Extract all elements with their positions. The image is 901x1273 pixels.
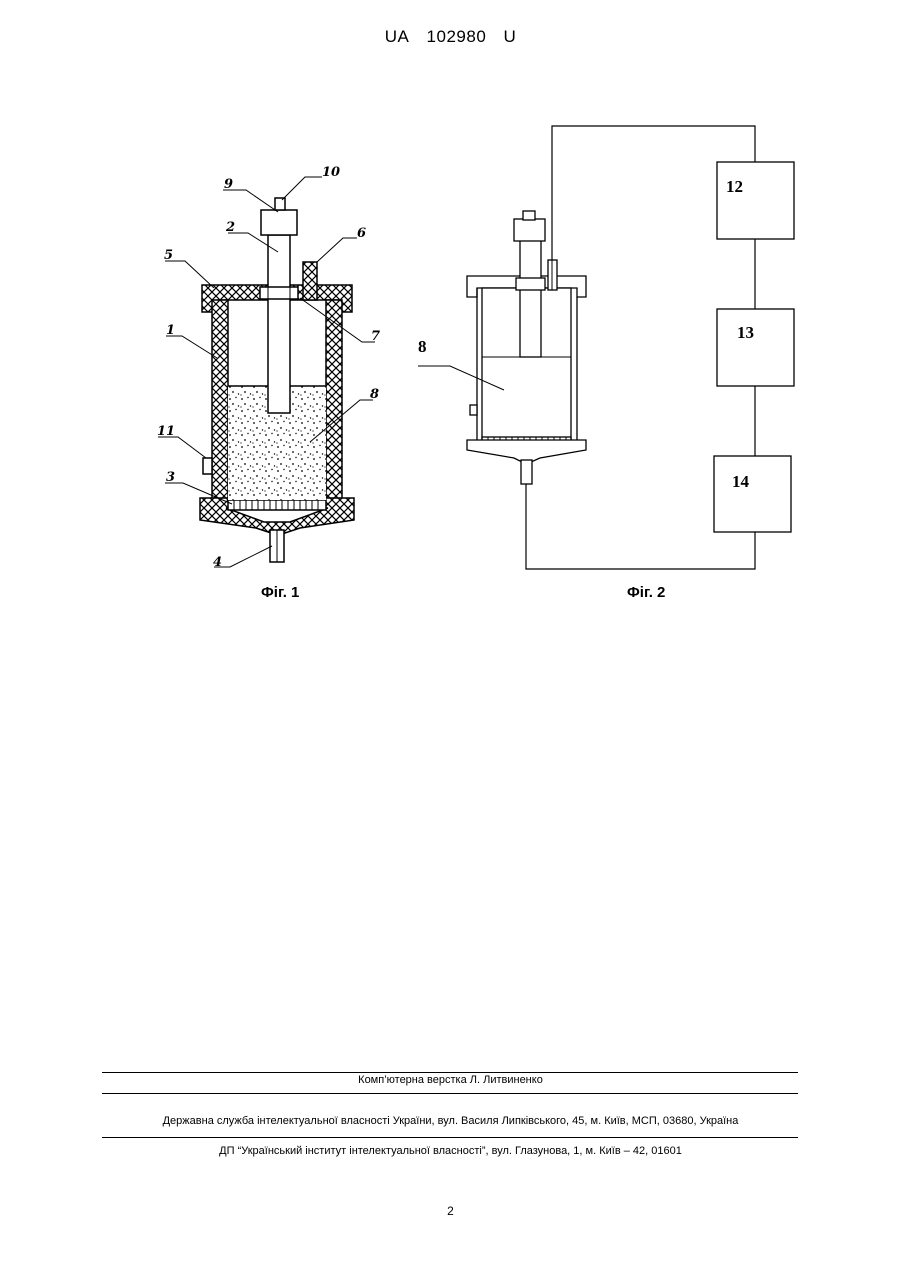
side-port [203, 458, 212, 474]
figures-drawing: 9 10 2 6 5 1 7 8 11 3 4 [0, 0, 901, 620]
inlet-tube-6 [303, 262, 317, 300]
block-12 [717, 162, 794, 239]
seal-7 [260, 287, 298, 299]
fig1-label-10: 10 [322, 165, 340, 180]
rod-2 [268, 235, 290, 413]
footer-line-2: ДП “Український інститут інтелектуальної… [0, 1145, 901, 1157]
fig1-label-8: 8 [370, 387, 379, 402]
page-number: 2 [0, 1204, 901, 1218]
footer-divider-2 [102, 1093, 798, 1094]
figure-1-caption: Фіг. 1 [261, 584, 299, 601]
wall-left [212, 300, 228, 500]
block-13-label: 13 [737, 323, 754, 342]
footer-divider-3 [102, 1137, 798, 1138]
pin-10 [275, 198, 285, 210]
figure-1-drawing [158, 177, 375, 567]
fig1-label-4: 4 [213, 555, 222, 570]
block-14-label: 14 [732, 472, 750, 491]
footer-typesetting: Комп’ютерна верстка Л. Литвиненко [0, 1074, 901, 1086]
fig1-label-2: 2 [225, 220, 235, 235]
fig1-label-6: 6 [357, 226, 366, 241]
fig1-label-7: 7 [371, 329, 380, 344]
wall-right [326, 300, 342, 500]
fig1-label-11: 11 [157, 424, 175, 439]
fig1-label-1: 1 [166, 323, 175, 338]
block-14 [714, 456, 791, 532]
fig2-label-8: 8 [418, 337, 427, 356]
footer-divider-1 [102, 1072, 798, 1073]
fig1-label-3: 3 [166, 470, 175, 485]
cap-9 [261, 210, 297, 235]
filter-grid [228, 500, 326, 510]
fig1-label-5: 5 [164, 248, 173, 263]
figure-2-caption: Фіг. 2 [627, 584, 665, 601]
block-13 [717, 309, 794, 386]
block-12-label: 12 [726, 177, 743, 196]
fig1-label-9: 9 [224, 177, 233, 192]
footer-line-1: Державна служба інтелектуальної власност… [0, 1115, 901, 1127]
